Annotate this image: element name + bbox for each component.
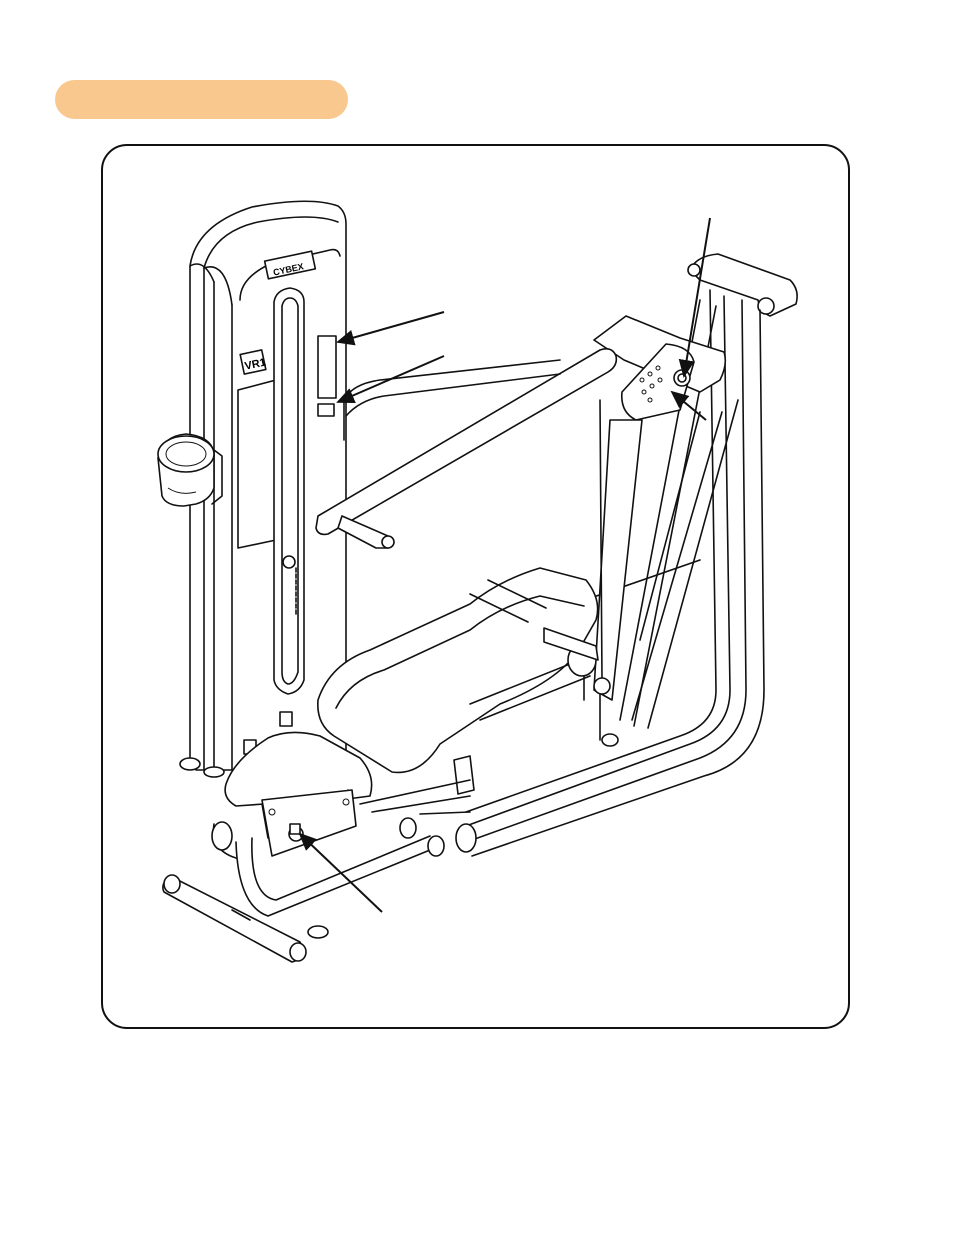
front-foot-bar bbox=[162, 875, 304, 963]
machine-model-text: VR1 bbox=[244, 356, 267, 372]
weight-stack-tower: CYBEX VR1 bbox=[179, 200, 347, 778]
machine-model-plate bbox=[239, 349, 267, 375]
callout-weight-stack-label bbox=[336, 311, 445, 346]
callout-top-pivot-knob bbox=[678, 217, 711, 378]
right-frame bbox=[465, 253, 798, 857]
back-pad bbox=[224, 731, 373, 807]
seat-assembly bbox=[224, 567, 599, 857]
callout-adjustment-plate bbox=[670, 390, 707, 421]
section-header-pill bbox=[55, 80, 348, 119]
figure-frame bbox=[101, 144, 850, 1029]
base-frame bbox=[162, 811, 477, 963]
machine-logo-plate bbox=[263, 250, 317, 280]
weight-stack-label bbox=[317, 335, 337, 399]
small-label bbox=[317, 403, 335, 417]
cup-holder bbox=[157, 433, 223, 507]
callout-seat-adjustment-pin bbox=[298, 832, 383, 913]
seat-adjust-bracket bbox=[261, 789, 357, 857]
callout-small-label bbox=[336, 355, 445, 403]
